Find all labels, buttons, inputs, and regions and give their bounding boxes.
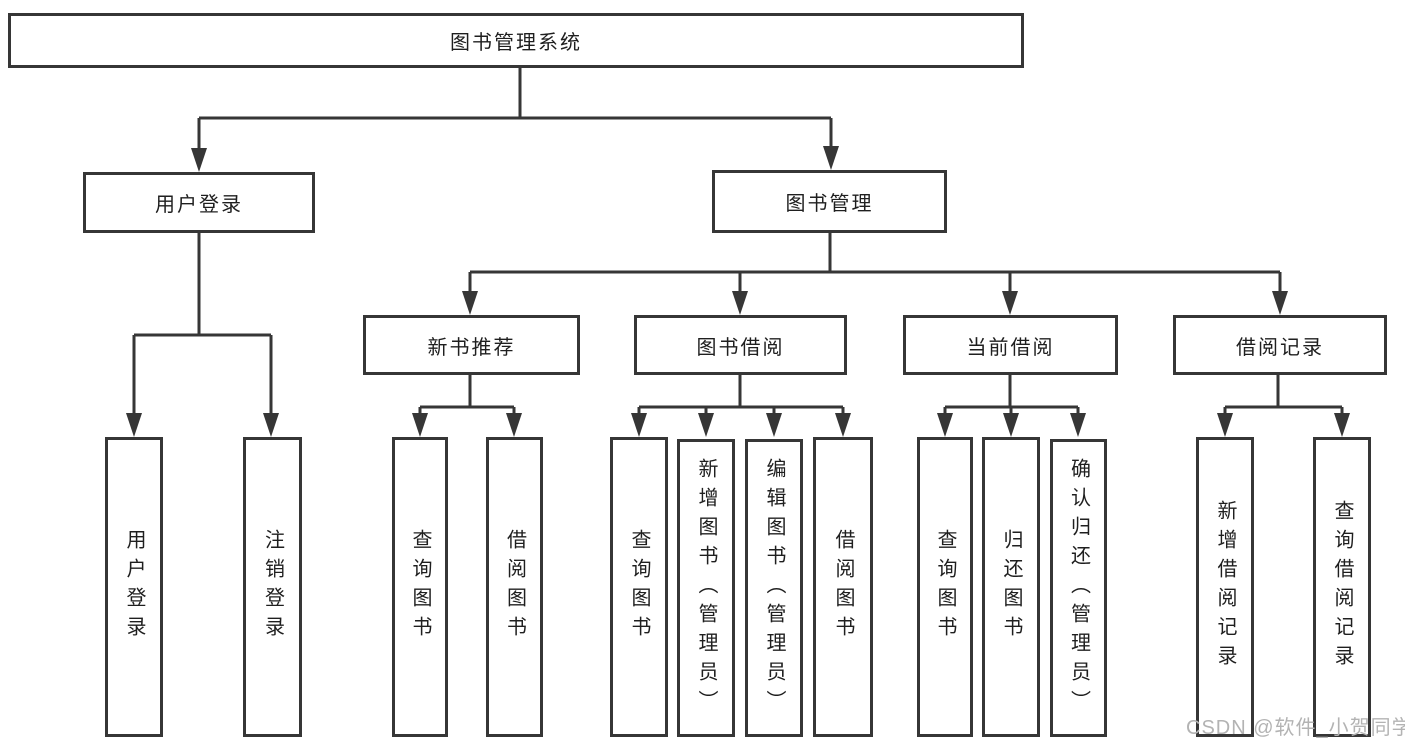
vertical-label: 新增图书（管理员） bbox=[695, 457, 717, 719]
vertical-label: 编辑图书（管理员） bbox=[763, 457, 785, 719]
vertical-label: 借阅图书 bbox=[503, 529, 526, 645]
vertical-label: 新增借阅记录 bbox=[1214, 500, 1236, 674]
csdn-watermark: CSDN @软件_小贺同学 bbox=[1186, 717, 1405, 739]
vertical-label: 确认归还（管理员） bbox=[1067, 457, 1090, 719]
node-book-borrowing: 图书借阅 bbox=[634, 315, 847, 375]
node-book-management: 图书管理 bbox=[712, 170, 947, 233]
node-current-borrowing: 当前借阅 bbox=[903, 315, 1118, 375]
node-return-books: 归还图书 bbox=[982, 437, 1040, 737]
node-query-books-borrowing: 查询图书 bbox=[610, 437, 668, 737]
vertical-label: 归还图书 bbox=[1000, 529, 1022, 645]
node-borrowing-records: 借阅记录 bbox=[1173, 315, 1387, 375]
node-edit-books-admin: 编辑图书（管理员） bbox=[745, 439, 803, 737]
node-logout-login: 注销登录 bbox=[243, 437, 302, 737]
node-query-borrow-record: 查询借阅记录 bbox=[1313, 437, 1371, 737]
node-query-books-recommend: 查询图书 bbox=[392, 437, 448, 737]
node-add-borrow-record: 新增借阅记录 bbox=[1196, 437, 1254, 737]
arrowheads bbox=[126, 146, 1350, 437]
node-add-books-admin: 新增图书（管理员） bbox=[677, 439, 735, 737]
vertical-label: 注销登录 bbox=[261, 529, 284, 645]
node-query-books-current: 查询图书 bbox=[917, 437, 973, 737]
vertical-label: 借阅图书 bbox=[832, 529, 854, 645]
node-user-login-group: 用户登录 bbox=[83, 172, 315, 233]
node-confirm-return-admin: 确认归还（管理员） bbox=[1050, 439, 1107, 737]
node-new-book-recommend: 新书推荐 bbox=[363, 315, 580, 375]
vertical-label: 用户登录 bbox=[123, 529, 145, 645]
vertical-label: 查询图书 bbox=[628, 529, 650, 645]
node-library-management-system: 图书管理系统 bbox=[8, 13, 1024, 68]
vertical-label: 查询借阅记录 bbox=[1331, 500, 1353, 674]
vertical-label: 查询图书 bbox=[409, 529, 431, 645]
node-borrow-books-recommend: 借阅图书 bbox=[486, 437, 543, 737]
vertical-label: 查询图书 bbox=[934, 529, 956, 645]
node-user-login: 用户登录 bbox=[105, 437, 163, 737]
node-borrow-books: 借阅图书 bbox=[813, 437, 873, 737]
